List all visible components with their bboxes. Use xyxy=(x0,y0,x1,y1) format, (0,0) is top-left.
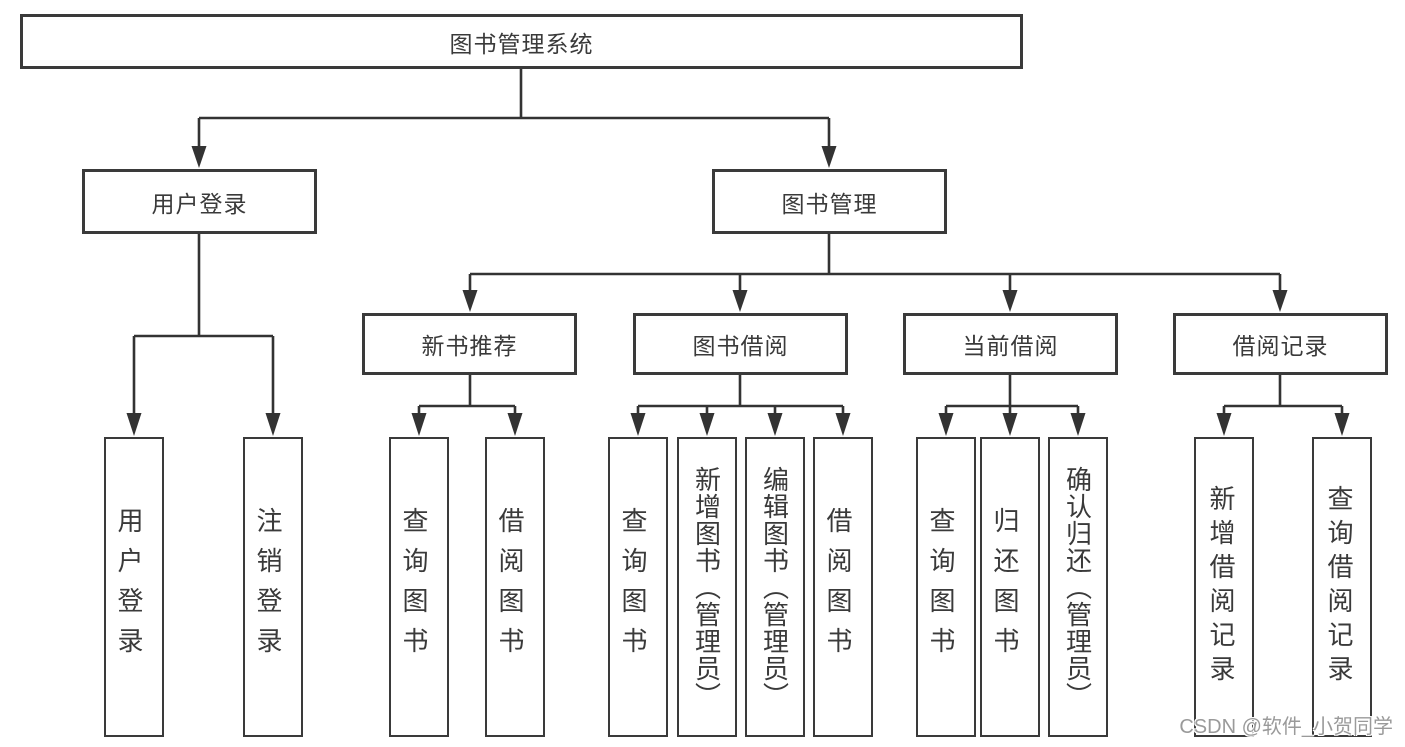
node-user-login: 用户登录 xyxy=(82,169,317,234)
node-book-borrowing: 图书借阅 xyxy=(633,313,848,375)
node-library-management-system: 图书管理系统 xyxy=(20,14,1023,69)
leaf-logout: 注销登录 xyxy=(243,437,303,737)
csdn-watermark: CSDN @软件_小贺同学 xyxy=(1179,716,1393,738)
leaf-add-borrow-record: 新增借阅记录 xyxy=(1194,437,1254,737)
leaf-borrow-books: 借阅图书 xyxy=(485,437,545,737)
leaf-confirm-return-admin: 确认归还（管理员） xyxy=(1048,437,1108,737)
node-new-book-recommendation: 新书推荐 xyxy=(362,313,577,375)
node-borrowing-records: 借阅记录 xyxy=(1173,313,1388,375)
arrowhead-icons xyxy=(126,146,1350,436)
leaf-edit-books-admin: 编辑图书（管理员） xyxy=(745,437,805,737)
leaf-return-books: 归还图书 xyxy=(980,437,1040,737)
leaf-query-books: 查询图书 xyxy=(389,437,449,737)
leaf-add-books-admin: 新增图书（管理员） xyxy=(677,437,737,737)
connector-paths xyxy=(132,69,1344,418)
leaf-query-borrow-record: 查询借阅记录 xyxy=(1312,437,1372,737)
leaf-query-books: 查询图书 xyxy=(916,437,976,737)
leaf-borrow-books: 借阅图书 xyxy=(813,437,873,737)
leaf-user-login: 用户登录 xyxy=(104,437,164,737)
node-book-management: 图书管理 xyxy=(712,169,947,234)
leaf-query-books: 查询图书 xyxy=(608,437,668,737)
node-current-borrowing: 当前借阅 xyxy=(903,313,1118,375)
